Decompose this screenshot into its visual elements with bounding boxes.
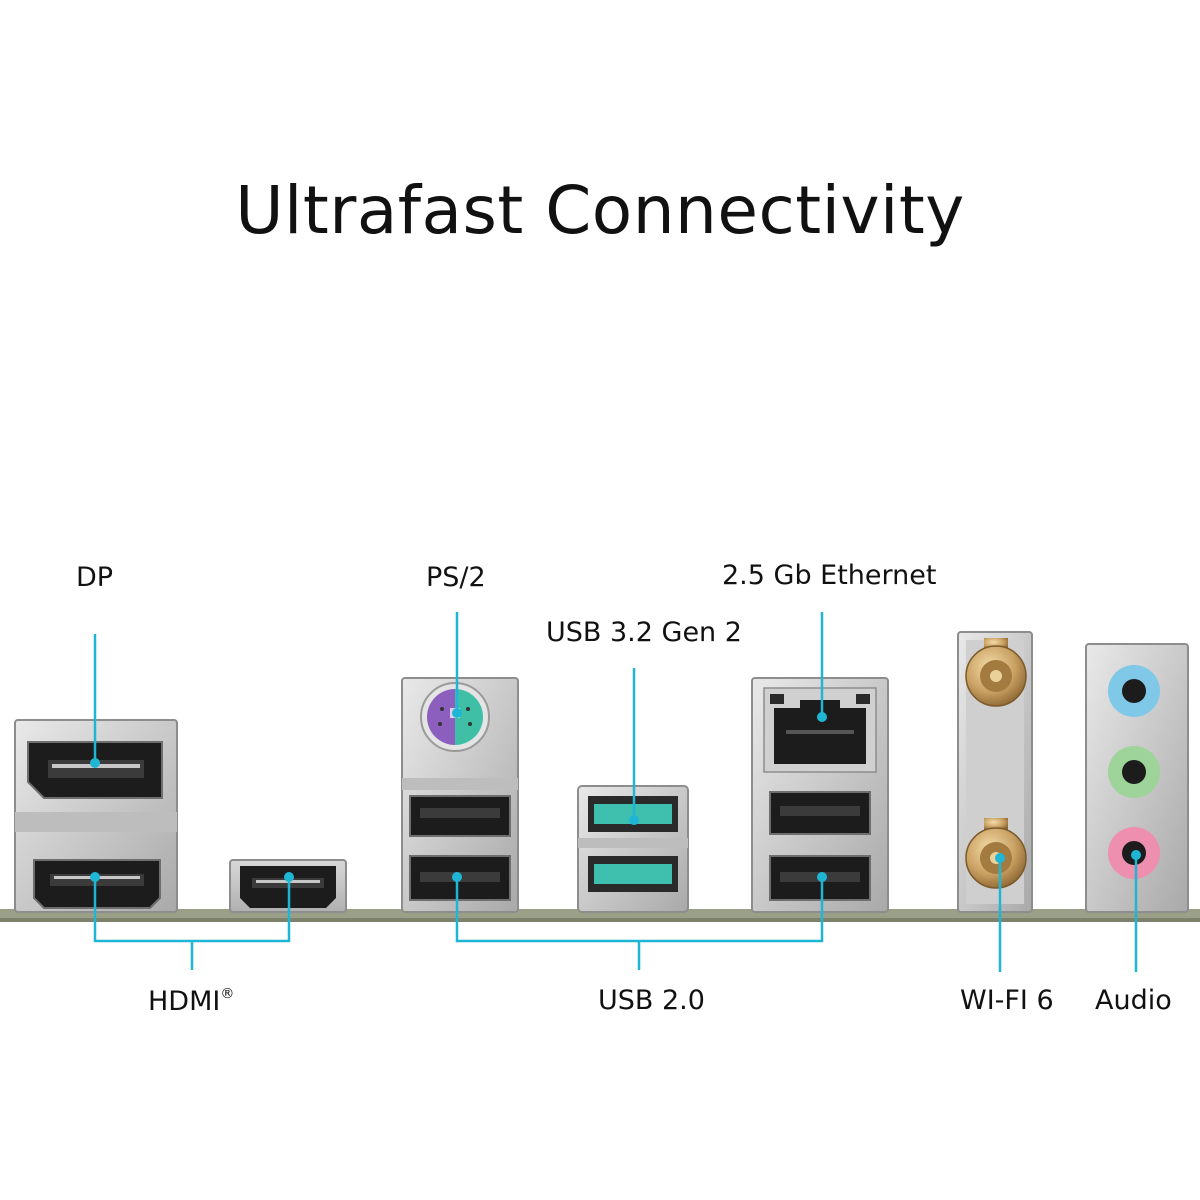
audio-jack-line-in <box>1108 665 1160 717</box>
audio-jack-bracket <box>1085 643 1189 913</box>
wifi-antenna-bracket <box>957 631 1033 913</box>
page-title: Ultrafast Connectivity <box>235 172 965 249</box>
label-hdmi-trademark: ® <box>220 986 235 1002</box>
label-usb20: USB 2.0 <box>598 985 705 1016</box>
audio-jack-line-out <box>1108 746 1160 798</box>
label-ethernet: 2.5 Gb Ethernet <box>722 560 937 591</box>
label-usb32: USB 3.2 Gen 2 <box>546 617 742 648</box>
callout-hdmi <box>93 877 291 970</box>
callout-dots <box>90 708 1141 882</box>
callout-usb20 <box>455 877 824 970</box>
ethernet-port <box>763 687 877 773</box>
usb2-port-1 <box>409 795 511 837</box>
callout-lines <box>93 612 1138 972</box>
usb32-port-2 <box>588 856 678 892</box>
label-audio: Audio <box>1095 985 1172 1016</box>
label-ps2: PS/2 <box>426 562 486 593</box>
usb2-port-3 <box>769 791 871 835</box>
label-hdmi-text: HDMI <box>148 986 221 1017</box>
label-dp: DP <box>76 562 114 593</box>
label-hdmi: HDMI® <box>148 987 234 1015</box>
hdmi-port-1 <box>33 859 161 909</box>
antenna-connector-1 <box>965 638 1027 707</box>
label-wifi: WI-FI 6 <box>960 985 1054 1016</box>
